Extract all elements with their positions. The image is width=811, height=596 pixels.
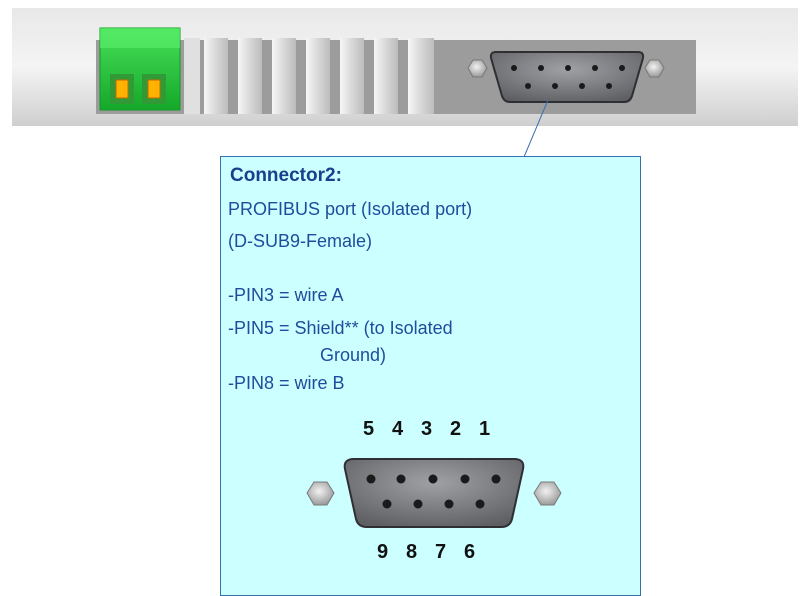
green-terminal-block [99,27,181,111]
pin3-description: -PIN3 = wire A [228,285,344,305]
port-description: PROFIBUS port (Isolated port) [228,199,473,219]
db9-female-connector [306,458,562,528]
pin-number-label: 2 [450,418,462,440]
pin-number-label: 9 [377,541,389,563]
pin-number-label: 4 [392,418,404,440]
connector-type: (D-SUB9-Female) [228,231,373,251]
pin-number-label: 8 [406,541,418,563]
pin-number-label: 6 [464,541,476,563]
pin8-description: -PIN8 = wire B [228,373,345,393]
pin-number-label: 7 [435,541,447,563]
callout-leader-line [523,99,549,158]
pin5-description: -PIN5 = Shield** (to Isolated [228,318,453,338]
heat-sink-fins [184,38,434,114]
callout-title: Connector2: [230,165,342,186]
device-db9-connector [467,51,665,103]
pin-number-label: 5 [363,418,375,440]
connector-callout: Connector2: PROFIBUS port (Isolated port… [220,156,641,596]
pin-number-label: 3 [421,418,433,440]
pin5-description-cont: Ground) [320,345,387,365]
pin-number-label: 1 [479,418,491,440]
